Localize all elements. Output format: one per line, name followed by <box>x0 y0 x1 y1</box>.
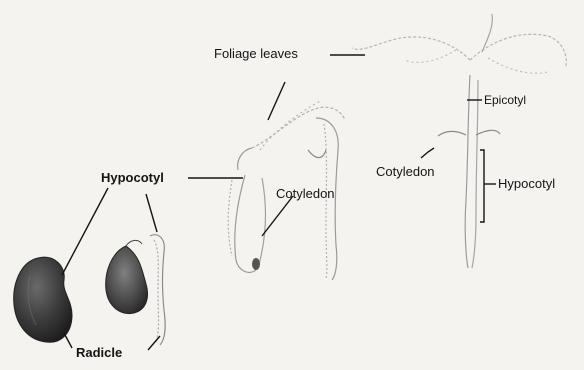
bean-seed <box>14 257 72 342</box>
label-radicle: Radicle <box>76 346 122 359</box>
label-hypocotyl-right: Hypocotyl <box>498 177 555 190</box>
split-seed <box>106 240 148 313</box>
label-hypocotyl-left: Hypocotyl <box>101 171 164 184</box>
upright-seedling-sketch <box>352 14 566 268</box>
arched-seedling-root-tip <box>252 258 260 270</box>
label-cotyledon-right: Cotyledon <box>376 165 435 178</box>
label-cotyledon-middle: Cotyledon <box>276 187 335 200</box>
emerging-hypocotyl-sketch <box>150 235 165 345</box>
label-epicotyl: Epicotyl <box>484 94 526 106</box>
label-foliage-leaves: Foliage leaves <box>214 47 298 60</box>
